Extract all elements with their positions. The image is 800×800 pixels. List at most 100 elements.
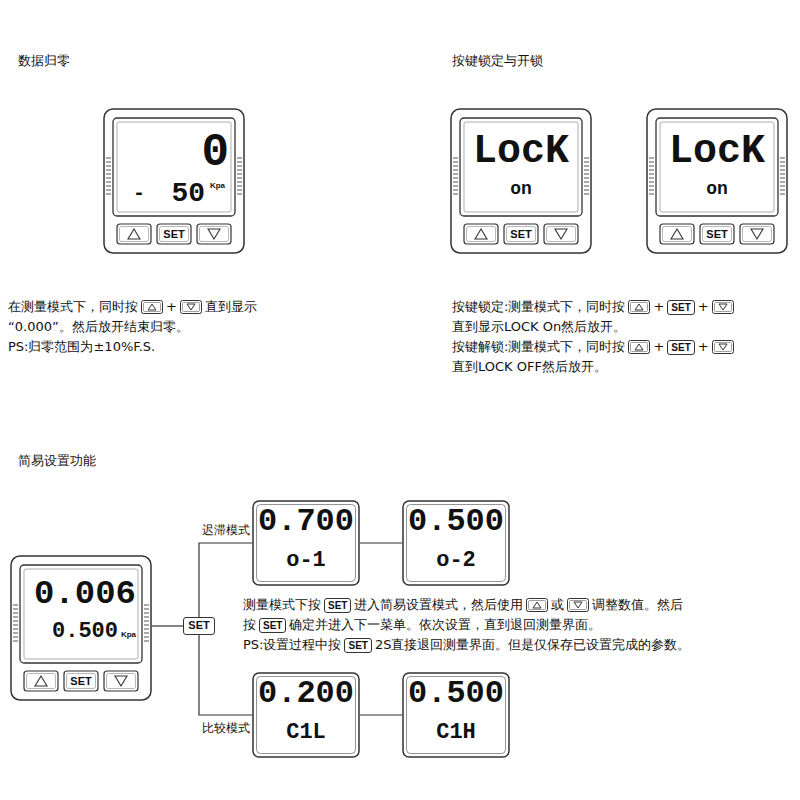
instruction-line: 按SET确定并进入下一菜单。依次设置，直到退回测量界面。 [243,616,601,634]
rect-shape [253,673,359,757]
side-rib [780,162,785,163]
display-value: 0.500 [402,506,510,538]
side-rib [649,174,654,175]
section-title: 数据归零 [18,52,70,70]
side-rib [106,178,111,179]
instruction-text: 按键解锁:测量模式下，同时按 [452,338,625,356]
button [157,224,191,244]
side-rib [13,621,18,622]
side-rib [584,166,589,167]
rect-shape [529,601,546,610]
instruction-text: 按键锁定:测量模式下，同时按 [452,298,625,316]
instruction-line: 直到LOCK OFF然后放开。 [452,358,607,376]
rect-shape [104,109,244,253]
side-rib [106,166,111,167]
set-key-label: SET [259,618,286,633]
instruction-line: 直到显示LOCK On然后放开。 [452,318,626,336]
side-rib [453,162,458,163]
button [24,671,58,691]
set-key-label: SET [667,300,694,315]
side-rib [584,158,589,159]
rect-shape [631,303,648,312]
polygon-shape [574,602,582,608]
button [104,671,138,691]
button [660,224,694,244]
side-rib [106,186,111,187]
setting-display: 0.500o-2 [402,500,510,586]
side-rib [106,170,111,171]
rect-shape [629,301,650,314]
button [464,224,498,244]
display-value: on [450,180,592,198]
pressure-switch: LocKonSET [646,108,788,254]
up-key-icon [628,340,650,354]
side-rib [649,170,654,171]
display-value: C1L [252,722,360,744]
display-value: 0.700 [252,506,360,538]
pressure-switch: 0.0060.500KpaSET [10,555,152,701]
side-rib [584,162,589,163]
side-rib [237,178,242,179]
instruction-text: + [698,338,709,356]
side-rib [780,194,785,195]
instruction-text: 调整数值。然后 [592,596,683,614]
rect-shape [107,674,136,689]
side-rib [13,605,18,606]
down-key-icon [712,340,734,354]
display-value: - [133,184,145,204]
side-rib [144,613,149,614]
side-rib [144,633,149,634]
rect-shape [11,556,151,700]
rect-shape [712,301,733,314]
set-key-box: SET [183,617,215,635]
side-rib [453,190,458,191]
rect-shape [403,673,509,757]
rect-shape [714,343,731,352]
down-key-icon [712,300,734,314]
side-rib [453,194,458,195]
polygon-shape [187,304,195,310]
instruction-text: 确定并进入下一菜单。依次设置，直到退回测量界面。 [289,616,601,634]
rect-shape [467,227,496,242]
up-arrow [671,229,683,239]
setting-display: 0.200C1L [252,672,360,758]
side-rib [584,174,589,175]
side-rib [144,621,149,622]
up-key-icon [141,300,163,314]
rect-shape [631,343,648,352]
display-value: 0.500 [52,621,118,643]
side-rib [106,158,111,159]
button [740,224,774,244]
instruction-text: PS:归零范围为±10%F.S. [8,338,155,356]
rect-shape [27,674,56,689]
side-rib [453,186,458,187]
side-rib [584,190,589,191]
side-rib [780,174,785,175]
side-rib [13,617,18,618]
side-rib [584,170,589,171]
display-value: 0.500 [402,678,510,710]
side-rib [649,158,654,159]
instruction-line: “0.000”。然后放开结束归零。 [8,318,189,336]
polygon-shape [719,304,727,310]
instruction-line: 测量模式下按SET进入简易设置模式，然后使用或调整数值。然后 [243,596,683,614]
rect-shape [743,227,772,242]
down-arrow [555,229,567,239]
set-key-label: SET [667,340,694,355]
display-value: LocK [646,132,788,172]
side-rib [237,166,242,167]
side-rib [453,158,458,159]
instruction-text: PS:设置过程中按 [243,636,341,654]
connector [360,714,402,715]
section-title: 简易设置功能 [18,452,96,470]
side-rib [780,166,785,167]
mode-label: 迟滞模式 [202,522,250,538]
rect-shape [527,599,548,612]
side-rib [13,625,18,626]
side-rib [237,174,242,175]
down-key-icon [180,300,202,314]
instruction-text: 直到显示 [205,298,257,316]
set-key-label: SET [344,638,371,653]
side-rib [106,194,111,195]
polygon-shape [148,304,156,310]
